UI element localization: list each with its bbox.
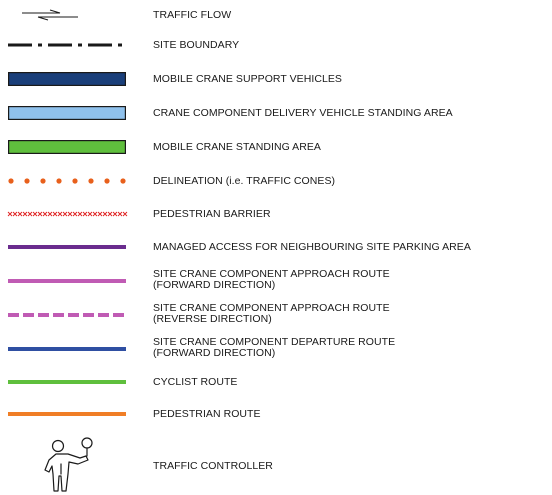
barrier-cross-mark <box>77 211 83 217</box>
legend-label: TRAFFIC FLOW <box>153 9 232 21</box>
cross-line-icon <box>7 207 128 221</box>
barrier-cross-mark <box>27 211 33 217</box>
legend-label-line: (FORWARD DIRECTION) <box>153 347 276 359</box>
legend-item-delineation: DELINEATION (i.e. TRAFFIC CONES) <box>0 174 552 188</box>
legend-item-traffic-controller: TRAFFIC CONTROLLER <box>0 436 552 492</box>
barrier-cross-mark <box>72 211 78 217</box>
legend-label: SITE CRANE COMPONENT APPROACH ROUTE (FOR… <box>153 269 390 291</box>
barrier-cross-mark <box>32 211 38 217</box>
barrier-cross-mark <box>7 211 13 217</box>
legend-label: MANAGED ACCESS FOR NEIGHBOURING SITE PAR… <box>153 241 471 253</box>
legend-item-site-boundary: SITE BOUNDARY <box>0 38 552 52</box>
legend-label: PEDESTRIAN ROUTE <box>153 408 261 420</box>
barrier-cross-mark <box>92 211 98 217</box>
barrier-cross-mark <box>37 211 43 217</box>
solid-line-icon <box>8 274 126 288</box>
legend-label: MOBILE CRANE STANDING AREA <box>153 141 321 153</box>
legend-item-managed-access: MANAGED ACCESS FOR NEIGHBOURING SITE PAR… <box>0 240 552 254</box>
legend-item-approach-forward: SITE CRANE COMPONENT APPROACH ROUTE (FOR… <box>0 268 552 294</box>
legend-label: CYCLIST ROUTE <box>153 376 238 388</box>
barrier-cross-mark <box>62 211 68 217</box>
legend-item-traffic-flow: TRAFFIC FLOW <box>0 8 552 22</box>
legend-label: SITE CRANE COMPONENT DEPARTURE ROUTE (FO… <box>153 337 395 359</box>
barrier-cross-mark <box>112 211 118 217</box>
barrier-cross-mark <box>102 211 108 217</box>
solid-line-icon <box>8 240 126 254</box>
legend-item-support-vehicles: MOBILE CRANE SUPPORT VEHICLES <box>0 72 552 87</box>
barrier-cross-mark <box>42 211 48 217</box>
dash-dot-line-icon <box>8 38 126 52</box>
barrier-cross-mark <box>22 211 28 217</box>
dashed-line-icon <box>8 308 126 322</box>
legend-label: CRANE COMPONENT DELIVERY VEHICLE STANDIN… <box>153 107 453 119</box>
barrier-cross-mark <box>87 211 93 217</box>
solid-line-icon <box>8 407 126 421</box>
filled-rect-icon <box>8 140 127 155</box>
barrier-cross-mark <box>52 211 58 217</box>
legend-item-approach-reverse: SITE CRANE COMPONENT APPROACH ROUTE (REV… <box>0 302 552 328</box>
barrier-cross-mark <box>122 211 128 217</box>
legend-item-delivery-standing: CRANE COMPONENT DELIVERY VEHICLE STANDIN… <box>0 106 552 121</box>
traffic-controller-icon <box>8 436 126 492</box>
legend-item-pedestrian-barrier: PEDESTRIAN BARRIER <box>0 207 552 221</box>
solid-line-icon <box>8 375 126 389</box>
legend-label-line: SITE CRANE COMPONENT DEPARTURE ROUTE <box>153 336 396 348</box>
legend-label-line: SITE CRANE COMPONENT APPROACH ROUTE <box>153 302 390 314</box>
legend-label: PEDESTRIAN BARRIER <box>153 208 271 220</box>
barrier-cross-mark <box>107 211 113 217</box>
barrier-cross-mark <box>82 211 88 217</box>
barrier-cross-mark <box>97 211 103 217</box>
barrier-cross-mark <box>67 211 73 217</box>
barrier-cross-mark <box>47 211 53 217</box>
legend-item-crane-standing: MOBILE CRANE STANDING AREA <box>0 140 552 155</box>
legend-label: SITE CRANE COMPONENT APPROACH ROUTE (REV… <box>153 303 390 325</box>
legend-item-pedestrian-route: PEDESTRIAN ROUTE <box>0 407 552 421</box>
legend-label-line: (REVERSE DIRECTION) <box>153 313 272 325</box>
barrier-cross-mark <box>57 211 63 217</box>
legend-label: DELINEATION (i.e. TRAFFIC CONES) <box>153 175 336 187</box>
legend-label-line: SITE CRANE COMPONENT APPROACH ROUTE <box>153 268 390 280</box>
barrier-cross-mark <box>17 211 23 217</box>
solid-line-icon <box>8 342 126 356</box>
barrier-cross-mark <box>12 211 18 217</box>
filled-rect-icon <box>8 106 127 121</box>
legend-label: TRAFFIC CONTROLLER <box>153 460 273 472</box>
legend-label: SITE BOUNDARY <box>153 39 240 51</box>
legend-item-cyclist-route: CYCLIST ROUTE <box>0 375 552 389</box>
filled-rect-icon <box>8 72 127 87</box>
dotted-line-icon <box>8 174 126 188</box>
barrier-cross-mark <box>117 211 123 217</box>
legend-item-departure-forward: SITE CRANE COMPONENT DEPARTURE ROUTE (FO… <box>0 336 552 362</box>
legend-label-line: (FORWARD DIRECTION) <box>153 279 276 291</box>
double-arrow-icon <box>8 8 126 22</box>
legend-label: MOBILE CRANE SUPPORT VEHICLES <box>153 73 342 85</box>
